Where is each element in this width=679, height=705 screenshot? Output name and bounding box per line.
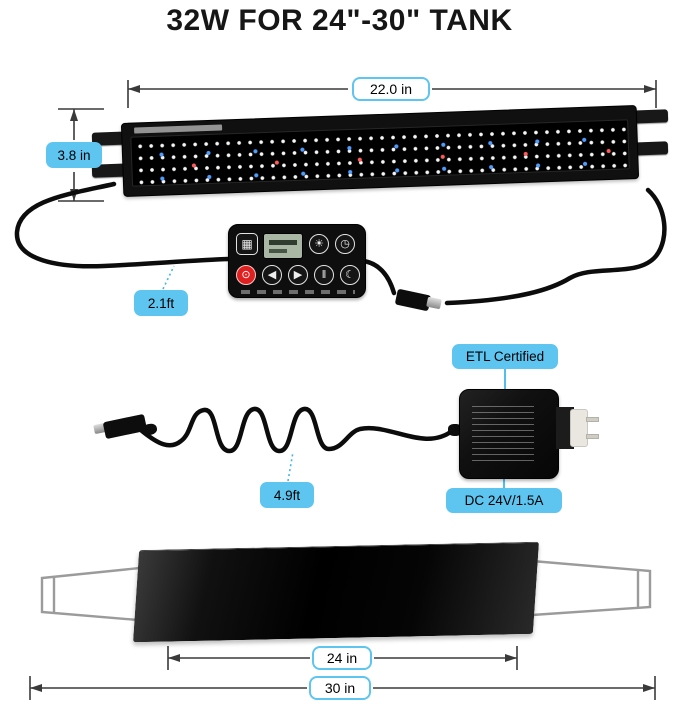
controller-cable-length-label: 2.1ft [134,290,188,316]
power-adapter [459,389,559,479]
lcd-segment [269,240,297,245]
leader-2-1ft [162,265,175,290]
left-bracket [40,565,151,623]
next-button: ▶ [288,265,308,285]
fixture-top-view [132,541,540,643]
plug-prong-bottom [586,434,599,439]
remote-controller: ▦ ☀ ◷ ⊙ ◀ ▶ ‖ ☾ [228,224,366,298]
inner-span-dimension [167,646,518,670]
daylight-button: ☀ [309,234,329,254]
power-button: ⊙ [236,265,256,285]
button-caption-row [241,290,355,294]
moon-button: ☾ [340,265,360,285]
cables [14,181,667,454]
leader-lines [162,265,506,488]
prev-button: ◀ [262,265,282,285]
fixture-height-label: 3.8 in [46,142,102,168]
fixture-print-label [134,124,223,134]
fixture-width-label: 22.0 in [352,77,430,101]
outer-span-label: 30 in [309,676,371,700]
wall-plug-base [556,407,574,449]
inner-span-label: 24 in [312,646,372,670]
wall-plug-face [570,409,588,447]
plug-prong-top [586,417,599,422]
controller-cable-right [361,258,397,296]
page-title: 32W FOR 24"-30" TANK [166,4,513,37]
power-spec-label: DC 24V/1.5A [446,488,562,513]
settings-button: ▦ [236,233,258,255]
power-cable-coil [139,406,455,454]
fixture-cable-right [444,187,667,306]
lcd-segment-small [269,249,287,253]
mounting-brackets [40,559,652,623]
lcd-display [263,233,303,259]
width-dimension [127,80,657,108]
timer-button: ◷ [335,234,355,254]
leader-4-9ft [287,451,294,482]
controller-cable-left [14,181,232,269]
power-cable-length-label: 4.9ft [260,482,314,508]
adapter-spec-label [472,406,534,464]
outer-span-dimension [29,676,656,700]
etl-certified-label: ETL Certified [452,344,558,369]
pause-button: ‖ [314,265,334,285]
right-bracket [531,559,652,617]
adapter-strain-relief [448,424,462,436]
